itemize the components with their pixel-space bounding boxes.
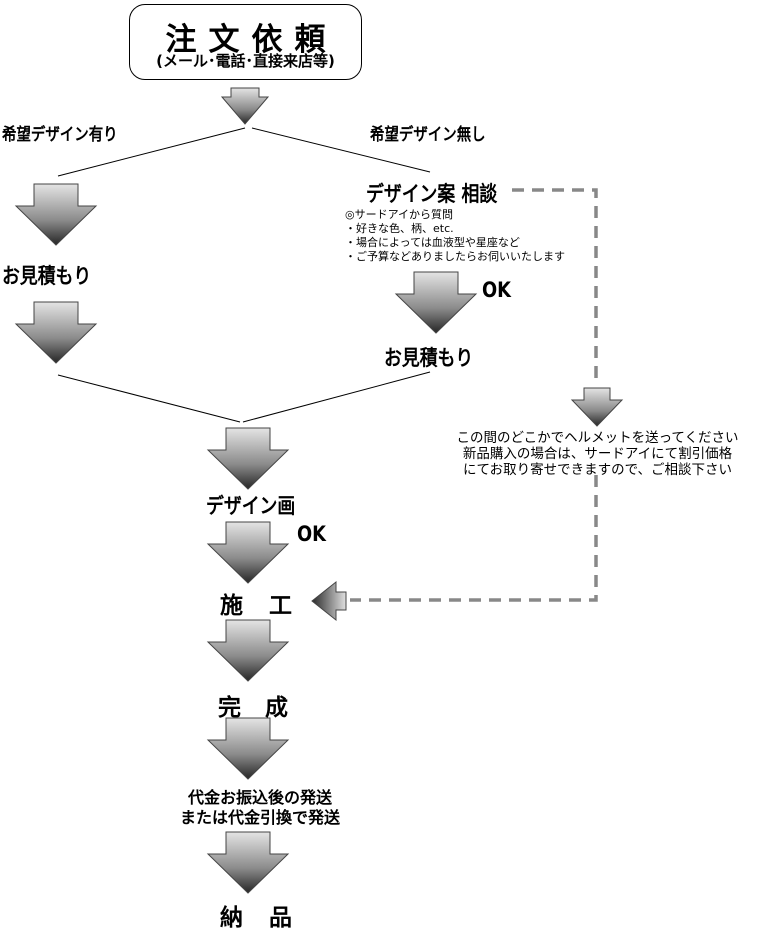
arrow-down-icon bbox=[14, 183, 98, 246]
design-consult-label: デザイン案 相談 bbox=[366, 182, 498, 206]
question-line: ・好きな色、柄、etc. bbox=[345, 222, 454, 235]
arrow-down-icon bbox=[220, 87, 270, 125]
split-line-right bbox=[251, 127, 431, 173]
helmet-dashed-path bbox=[512, 188, 598, 385]
arrow-down-icon bbox=[206, 717, 290, 780]
arrow-down-icon bbox=[206, 521, 290, 584]
delivery-label: 納品 bbox=[220, 905, 318, 931]
note-line: にてお取り寄せできますので、ご相談下さい bbox=[462, 462, 733, 478]
arrow-down-icon bbox=[206, 427, 290, 490]
payment-line: 代金お振込後の発送 bbox=[187, 788, 332, 807]
note-line: この間のどこかでヘルメットを送ってください bbox=[456, 430, 739, 446]
helmet-dashed-return bbox=[350, 475, 598, 602]
helmet-note: この間のどこかでヘルメットを送ってください 新品購入の場合は、サードアイにて割引… bbox=[440, 430, 755, 478]
construction-label: 施工 bbox=[220, 593, 318, 619]
arrow-down-icon bbox=[394, 271, 478, 334]
split-line-left bbox=[57, 127, 246, 177]
design-drawing-label: デザイン画 bbox=[206, 494, 296, 518]
question-line: ・場合によっては血液型や星座など bbox=[345, 236, 520, 249]
right-estimate-label: お見積もり bbox=[384, 346, 474, 370]
merge-line-left bbox=[57, 374, 241, 423]
merge-line-right bbox=[242, 371, 431, 423]
arrow-down-icon bbox=[570, 387, 624, 427]
question-line: ・ご予算などありましたらお伺いいたします bbox=[345, 250, 565, 263]
branch-label-with-design: 希望デザイン有り bbox=[2, 125, 118, 145]
payment-line: または代金引換で発送 bbox=[179, 808, 340, 827]
design-ok-label: OK bbox=[297, 522, 327, 546]
order-title: 注文依頼 bbox=[165, 22, 338, 58]
payment-note: 代金お振込後の発送 または代金引換で発送 bbox=[140, 788, 380, 828]
branch-label-no-design: 希望デザイン無し bbox=[370, 125, 486, 145]
order-request-box bbox=[129, 4, 362, 80]
left-estimate-label: お見積もり bbox=[2, 264, 92, 288]
arrow-down-icon bbox=[14, 301, 98, 364]
arrow-down-icon bbox=[206, 619, 290, 682]
order-subtitle: (メール･電話･直接来店等) bbox=[156, 52, 335, 70]
consult-questions: ◎サードアイから質問 ・好きな色、柄、etc. ・場合によっては血液型や星座など… bbox=[345, 208, 565, 264]
complete-label: 完成 bbox=[218, 695, 312, 721]
arrow-left-icon bbox=[311, 580, 347, 622]
question-line: ◎サードアイから質問 bbox=[345, 208, 454, 221]
arrow-down-icon bbox=[206, 831, 290, 894]
right-ok-label: OK bbox=[482, 278, 512, 302]
note-line: 新品購入の場合は、サードアイにて割引価格 bbox=[462, 446, 733, 462]
